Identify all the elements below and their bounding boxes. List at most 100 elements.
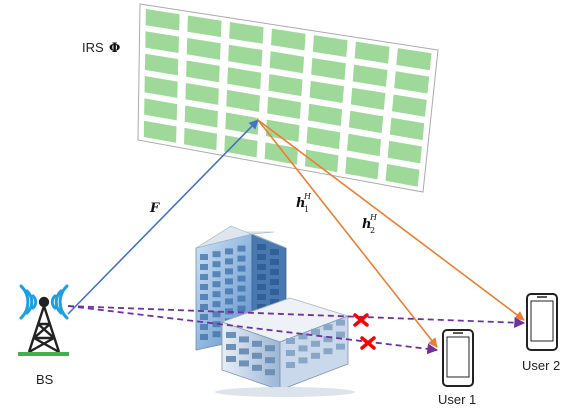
building-window <box>265 357 275 364</box>
building-window <box>237 295 246 302</box>
building-window <box>237 245 246 252</box>
link-irs-user1 <box>257 119 438 348</box>
building-window <box>237 265 246 272</box>
building-window <box>212 331 221 338</box>
irs-element <box>228 44 263 67</box>
irs-element <box>186 60 220 83</box>
building-window <box>200 254 208 260</box>
irs-element <box>311 58 346 80</box>
irs-element <box>304 149 339 173</box>
building <box>195 225 355 397</box>
building-tower-top <box>195 225 287 249</box>
irs-element <box>143 120 177 143</box>
building-window <box>257 244 266 250</box>
building-window <box>225 278 233 285</box>
building-window <box>270 259 279 265</box>
building-window <box>270 269 279 275</box>
user2-phone-icon <box>526 293 558 351</box>
irs-element <box>226 89 260 112</box>
building-window <box>237 275 246 282</box>
building-window <box>336 331 345 338</box>
building-window <box>239 348 249 355</box>
building-window <box>257 254 266 260</box>
building-window <box>252 340 262 347</box>
irs-panel <box>137 3 439 193</box>
building-window <box>252 352 262 359</box>
building-window <box>200 304 208 310</box>
building-window <box>200 334 208 340</box>
building-window <box>336 319 345 326</box>
building-window <box>336 343 345 350</box>
irs-element <box>268 74 303 97</box>
building-window <box>252 364 262 371</box>
building-window <box>225 268 233 275</box>
irs-element <box>389 117 425 141</box>
irs-element <box>267 96 301 119</box>
link-label-h2-base: h <box>362 217 371 232</box>
building-window <box>286 350 295 356</box>
building-window <box>226 332 236 338</box>
building-window <box>200 294 208 300</box>
irs-element <box>145 9 180 31</box>
irs-element <box>387 140 422 164</box>
irs-phase-symbol: Φ <box>109 41 120 56</box>
building-window <box>212 251 221 258</box>
irs-element <box>224 135 258 158</box>
irs-element <box>269 51 305 74</box>
base-station <box>18 284 69 356</box>
building-window <box>257 284 266 290</box>
building-window <box>298 333 308 340</box>
antenna-waves-icon <box>19 284 69 320</box>
building-window <box>257 294 266 300</box>
link-bs-irs <box>67 119 259 315</box>
blocked-icon-user1 <box>360 336 376 350</box>
building-window <box>286 362 295 368</box>
link-label-h2-sub: 2 <box>370 226 375 235</box>
building-window <box>270 249 279 255</box>
irs-element <box>308 103 343 126</box>
irs-element-grid <box>143 9 432 187</box>
building-window <box>311 352 320 359</box>
link-label-h1-sub: 1 <box>304 205 309 214</box>
tower-base <box>18 352 69 356</box>
irs-label: IRS Φ <box>82 40 120 56</box>
building-window <box>323 324 333 331</box>
irs-element <box>392 94 427 117</box>
building-window <box>200 324 208 330</box>
irs-element <box>312 35 348 57</box>
irs-element <box>306 126 341 150</box>
building-window <box>311 328 320 335</box>
building-window <box>237 305 246 312</box>
building-window <box>212 301 221 308</box>
link-label-h2: h H 2 <box>362 213 378 235</box>
building-window <box>298 345 308 352</box>
blocked-icon-user2 <box>353 313 369 327</box>
link-label-h1: h H 1 <box>296 192 312 214</box>
building-window <box>200 284 208 290</box>
building-window <box>323 336 333 343</box>
irs-element <box>227 67 262 90</box>
irs-element <box>350 87 386 110</box>
irs-element <box>144 53 179 76</box>
building-window <box>257 274 266 280</box>
building-window <box>265 369 275 376</box>
building-window <box>257 304 266 310</box>
irs-element <box>144 98 178 121</box>
link-label-h2-sup: H <box>369 213 378 222</box>
irs-element <box>347 133 382 157</box>
building-window <box>212 281 221 288</box>
building-window <box>212 261 221 268</box>
building-window <box>239 336 249 343</box>
building-window <box>257 264 266 270</box>
bs-label: BS <box>36 372 54 387</box>
irs-element <box>229 22 264 44</box>
user1-label: User 1 <box>438 392 476 407</box>
building-window <box>311 340 320 347</box>
link-label-h1-base: h <box>296 196 305 211</box>
irs-element <box>265 119 300 142</box>
building-window <box>200 264 208 270</box>
user1-phone-icon <box>442 329 474 387</box>
building-window <box>212 291 221 298</box>
building-window <box>226 356 236 362</box>
